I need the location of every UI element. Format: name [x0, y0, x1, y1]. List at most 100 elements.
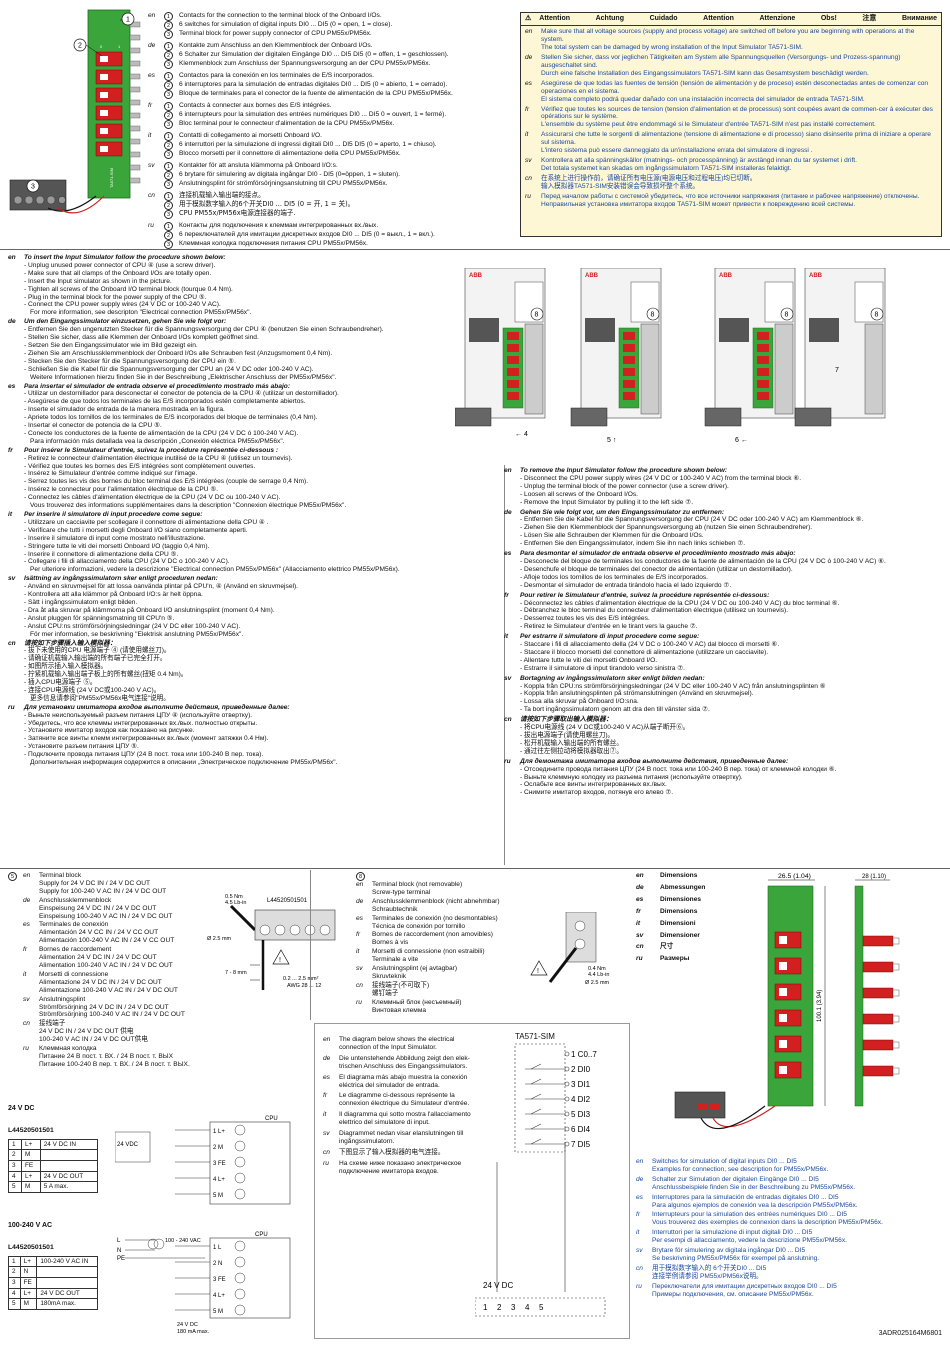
insert-step: - Dra åt alla skruvar på klämmorna på On… [24, 606, 275, 614]
lang-code: it [23, 970, 27, 978]
attention-word: Внимание [902, 15, 937, 22]
insert-step: - Stecken Sie den Stecker für die Spannu… [24, 357, 236, 365]
lang-code: sv [504, 674, 512, 682]
sw-a: Interruptores para la simulación de entr… [652, 1193, 839, 1201]
sw-a: Schalter zur Simulation der digitalen Ei… [652, 1175, 819, 1183]
pin-cell: 5 A max. [39, 1181, 99, 1193]
lang-code: ru [504, 757, 511, 765]
diag-a: Diagrammet nedan visar elanslutningen ti… [339, 1130, 464, 1138]
dim-side-tip [892, 1041, 900, 1049]
dim-text: Dimensioni [660, 919, 696, 927]
attention-word: Attention [539, 15, 570, 22]
simulator-switch [757, 344, 769, 352]
device-side-label: TA571-SIM [109, 168, 114, 188]
callout-num: 2 [164, 141, 173, 150]
lang-code [148, 231, 164, 240]
insert-step: - Sätt i ingångssimulatorn enligt bilden… [24, 598, 138, 606]
ac-part: L44520501501 [8, 1244, 54, 1252]
pin-cell: 1 [7, 1138, 23, 1151]
t5-a: Supply for 24 V DC IN / 24 V DC OUT [39, 879, 151, 887]
attention-word: Attenzione [759, 15, 796, 22]
schematic-node [564, 1111, 570, 1117]
lang-code: es [356, 914, 363, 922]
callout-8: 8 [875, 312, 879, 319]
cpu-pin: 3 FE [213, 1161, 226, 1167]
cpu-pin-screw [234, 1124, 246, 1136]
pin-cell: 3 [7, 1159, 23, 1172]
lang-code: fr [8, 446, 13, 454]
sw-b: Para algunos ejemplos de conexión vea la… [652, 1201, 858, 1209]
contact-text: Contacts for the connection to the termi… [179, 12, 382, 19]
warning-icon: ⚠ [525, 15, 532, 22]
ac-pe: PE [117, 1256, 125, 1262]
simulator-switch [623, 380, 635, 388]
diag-b: trischen Anschluss des Eingangssimulator… [339, 1062, 468, 1070]
callout-7: 7 [835, 367, 839, 374]
contact-text: 6 switches for simulation of digital inp… [179, 21, 393, 28]
lang-code: sv [356, 965, 363, 973]
pin-cell: 180mA max. [36, 1298, 98, 1310]
diag-b: подключение имитатора входов. [339, 1167, 439, 1175]
remove-step: - Estrarre il simulatore di input tirand… [520, 664, 685, 672]
contact-text: 6 brytare för simulering av digitala ing… [179, 171, 401, 178]
dim-width: 26.5 (1.04) [778, 873, 811, 880]
dim-side-switch [862, 935, 894, 947]
pin-cell: L+ [19, 1287, 38, 1300]
callout-num: 1 [164, 192, 173, 201]
callout-num: 1 [164, 42, 173, 51]
contact-text: CPU PM55x/PM56x电源连接器的端子. [179, 209, 296, 217]
lang-code [148, 150, 164, 159]
dim-side-tip [892, 963, 900, 971]
remove-step: - Выньте клеммную колодку из разъема пит… [520, 773, 743, 781]
schematic-node [564, 1051, 570, 1057]
schematic-terminal: 3 [511, 1303, 516, 1312]
insert-step: - Retirez le connecteur d'alimentation é… [24, 454, 293, 462]
dim-side-switch [862, 961, 894, 973]
insert-step: - Make sure that all clamps of the Onboa… [24, 269, 212, 277]
dim-side-switch [862, 1039, 894, 1051]
pin-cell: L+ [21, 1138, 41, 1151]
insert-step: - Apriete todos los tornillos de los ter… [24, 414, 318, 422]
schematic-switch [530, 1108, 542, 1115]
sw-a: Switches for simulation of digital input… [652, 1158, 797, 1165]
lang-code: sv [525, 156, 532, 164]
t8-b: Screw-type terminal [372, 888, 431, 896]
device-zero-label: 0 [100, 44, 103, 49]
dim-switch [774, 1009, 802, 1027]
simulator-switch [757, 356, 769, 364]
attention-text: 在系统上进行操作前，请确证所有电压源(电源电压和过程电压)均已切断。输入模拟器T… [541, 175, 937, 191]
pin-cell: 1 [8, 1255, 21, 1268]
cpu-pin-screw [234, 1188, 246, 1200]
remove-step: - Desmontar el simulador de entrada tirá… [520, 581, 732, 589]
contact-text: Kontakte zum Anschluss an den Klemmenblo… [179, 42, 373, 49]
dc-title: 24 V DC [8, 1105, 35, 1112]
cpu-card-slot [585, 318, 615, 342]
attention-text: Assicurarsi che tutte le sorgenti di ali… [541, 131, 937, 155]
lang-code: fr [636, 1211, 641, 1219]
callout-circle [646, 307, 660, 321]
schematic-switch [530, 1093, 542, 1100]
title-text: 请按如下步骤取出输入模拟器： [520, 716, 613, 724]
power-connector [704, 407, 742, 427]
